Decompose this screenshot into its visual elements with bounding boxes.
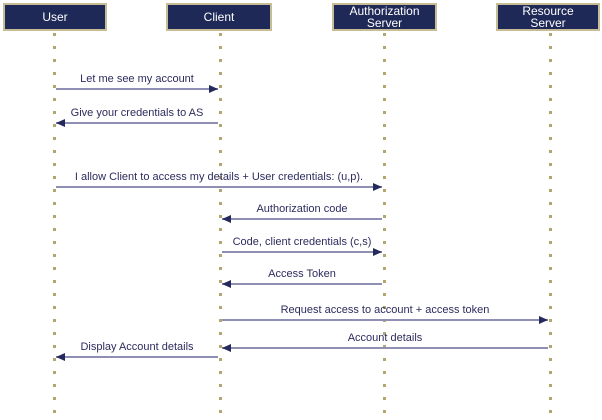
- message-line: [56, 186, 382, 188]
- message-label: Give your credentials to AS: [70, 107, 204, 119]
- message-label: Let me see my account: [80, 73, 194, 85]
- message-line: [222, 283, 382, 285]
- message-label: Display Account details: [80, 341, 194, 353]
- arrowhead-left-icon: [222, 280, 231, 288]
- message-line: [222, 251, 382, 253]
- message-line: [222, 347, 548, 349]
- message-user-to-client: Let me see my account: [56, 73, 218, 93]
- message-label: Request access to account + access token: [280, 304, 490, 316]
- actor-label-auth_server: Authorization Server: [349, 4, 420, 30]
- actor-box-auth_server: Authorization Server: [332, 3, 437, 31]
- message-client-to-resource_server: Request access to account + access token: [222, 304, 548, 324]
- lifeline-auth_server: [383, 33, 386, 417]
- actor-box-user: User: [3, 3, 107, 31]
- message-label: Authorization code: [256, 203, 348, 215]
- message-label: Account details: [347, 332, 423, 344]
- actor-box-resource_server: Resource Server: [496, 3, 600, 31]
- message-label: Access Token: [268, 268, 336, 280]
- actor-label-user: User: [42, 10, 68, 24]
- message-user-to-auth_server: I allow Client to access my details + Us…: [56, 171, 382, 191]
- message-client-to-user: Give your credentials to AS: [56, 107, 218, 127]
- lifeline-client: [219, 33, 222, 417]
- arrowhead-left-icon: [56, 119, 65, 127]
- message-client-to-auth_server: Code, client credentials (c,s): [222, 236, 382, 256]
- message-auth_server-to-client: Access Token: [222, 268, 382, 288]
- arrowhead-left-icon: [222, 344, 231, 352]
- arrowhead-left-icon: [222, 215, 231, 223]
- message-line: [222, 218, 382, 220]
- message-line: [56, 356, 218, 358]
- message-line: [56, 122, 218, 124]
- arrowhead-right-icon: [539, 316, 548, 324]
- lifeline-user: [53, 33, 56, 417]
- actor-label-resource_server: Resource Server: [522, 4, 574, 30]
- message-label: Code, client credentials (c,s): [232, 236, 372, 248]
- arrowhead-right-icon: [373, 248, 382, 256]
- arrowhead-right-icon: [373, 183, 382, 191]
- message-label: I allow Client to access my details + Us…: [74, 171, 364, 183]
- message-line: [222, 319, 548, 321]
- actor-box-client: Client: [166, 3, 272, 31]
- arrowhead-left-icon: [56, 353, 65, 361]
- actor-label-client: Client: [203, 10, 235, 24]
- message-auth_server-to-client: Authorization code: [222, 203, 382, 223]
- arrowhead-right-icon: [209, 85, 218, 93]
- lifeline-resource_server: [549, 33, 552, 417]
- message-client-to-user: Display Account details: [56, 341, 218, 361]
- message-line: [56, 88, 218, 90]
- message-resource_server-to-client: Account details: [222, 332, 548, 352]
